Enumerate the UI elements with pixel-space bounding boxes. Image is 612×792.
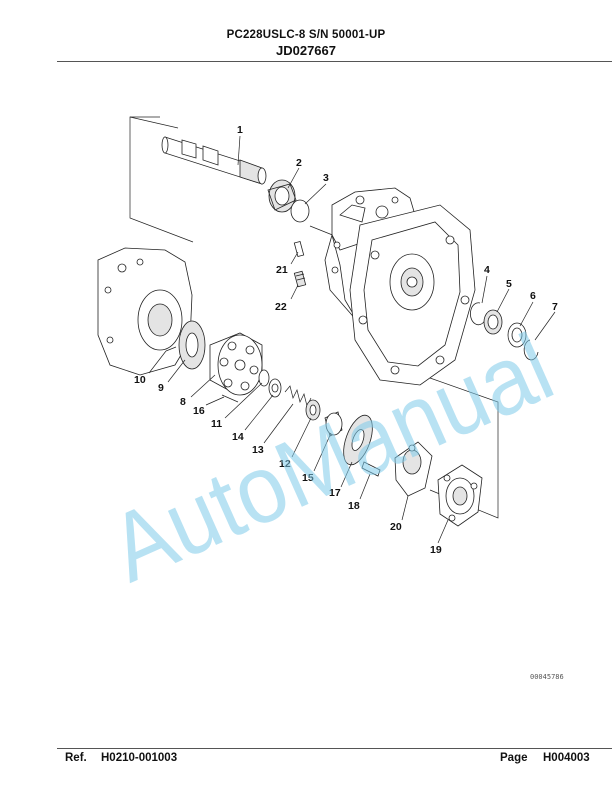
part-21-pin <box>293 240 305 258</box>
callout-8: 8 <box>180 396 186 408</box>
callout-17: 17 <box>329 487 341 499</box>
callout-20: 20 <box>390 521 402 533</box>
leader-lines <box>148 135 556 544</box>
callout-11: 11 <box>211 418 222 430</box>
part-9-valve-plate <box>178 320 206 370</box>
part-6-washer <box>507 322 527 348</box>
callout-9: 9 <box>158 382 164 394</box>
callout-21: 21 <box>276 264 288 276</box>
part-18-pin <box>361 461 381 477</box>
part-17-shoe-plate <box>343 414 373 466</box>
part-5-seal <box>483 309 503 335</box>
part-11-ring <box>258 369 270 387</box>
part-2-bearing <box>267 179 297 213</box>
callout-15: 15 <box>302 472 314 484</box>
part-3-snap-ring <box>290 199 310 223</box>
callout-13: 13 <box>252 444 264 456</box>
callout-10: 10 <box>134 374 146 386</box>
callout-7: 7 <box>552 301 558 313</box>
rear-pump-housing <box>97 247 193 376</box>
callout-6: 6 <box>530 290 536 302</box>
callout-1: 1 <box>237 124 243 136</box>
footer-ref-value: H0210-001003 <box>101 752 178 764</box>
part-22-plug <box>293 270 307 288</box>
callout-12: 12 <box>279 458 291 470</box>
header-model: PC228USLC-8 S/N 50001-UP <box>226 29 386 41</box>
callout-2: 2 <box>296 157 302 169</box>
footer-ref-label: Ref. <box>65 752 87 764</box>
callout-3: 3 <box>323 172 329 184</box>
part-13-spring <box>284 385 312 408</box>
callout-16: 16 <box>193 405 205 417</box>
part-10-pin <box>165 346 177 352</box>
part-14-washer <box>268 378 282 398</box>
part-4-snap-ring <box>470 302 486 326</box>
footer-page-value: H004003 <box>543 752 590 764</box>
main-pump-housing <box>324 187 476 386</box>
footer-rule <box>57 748 612 749</box>
part-1-shaft <box>161 136 267 185</box>
header-drawing-id: JD027667 <box>276 43 336 58</box>
part-20-swash-plate <box>394 441 433 497</box>
part-8-cylinder-block <box>209 332 263 396</box>
part-7-snap-ring <box>523 339 539 361</box>
part-19-support <box>437 464 483 527</box>
callout-18: 18 <box>348 500 360 512</box>
callouts: 1 2 3 4 5 6 7 8 9 10 11 12 13 14 15 16 1… <box>134 124 558 556</box>
header-rule <box>57 61 612 62</box>
image-number: 00045786 <box>530 673 564 681</box>
callout-4: 4 <box>484 264 490 276</box>
part-15-retainer <box>324 411 343 437</box>
footer-page-label: Page <box>500 752 528 764</box>
callout-14: 14 <box>232 431 244 443</box>
part-12-collar <box>305 399 321 421</box>
part-16-pin <box>221 394 239 403</box>
callout-5: 5 <box>506 278 512 290</box>
callout-19: 19 <box>430 544 442 556</box>
callout-22: 22 <box>275 301 287 313</box>
